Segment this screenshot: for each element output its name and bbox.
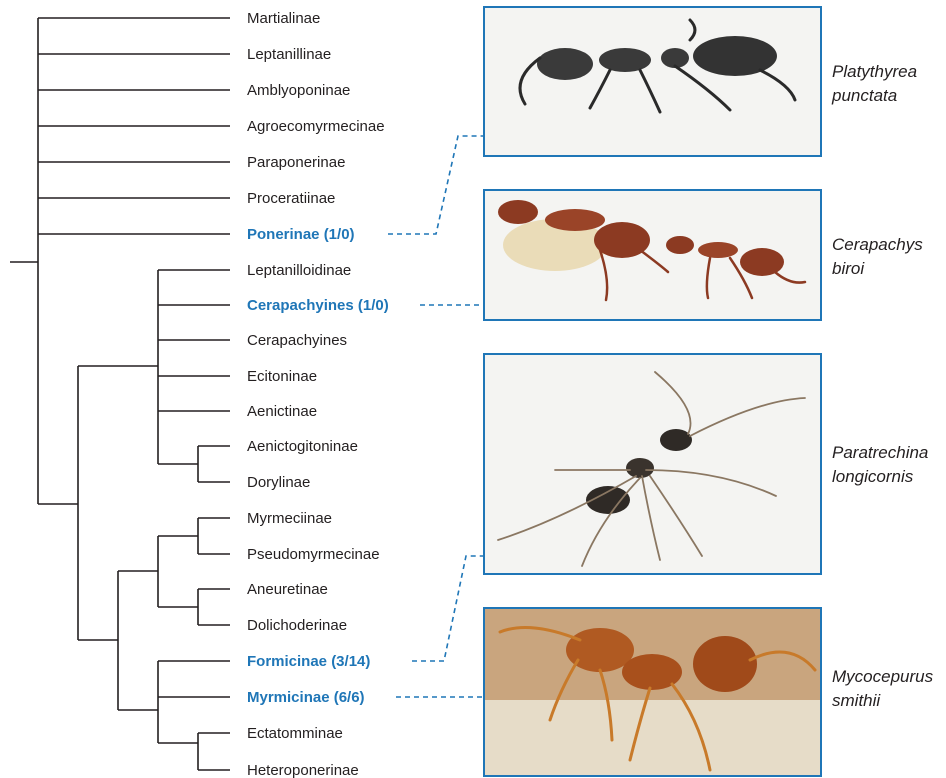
- taxon-label: Formicinae (3/14): [247, 653, 370, 670]
- photo-cerapachys: [484, 190, 821, 320]
- species-name-line2: longicornis: [832, 467, 914, 486]
- connector-formicinae: [412, 556, 484, 661]
- connector-ponerinae: [388, 136, 484, 234]
- taxon-label: Myrmicinae (6/6): [247, 689, 365, 706]
- taxon-label: Aenictogitoninae: [247, 438, 358, 455]
- taxon-label: Aneuretinae: [247, 581, 328, 598]
- taxon-label: Leptanillinae: [247, 46, 331, 63]
- taxon-label: Dolichoderinae: [247, 617, 347, 634]
- photo-platythyrea: [484, 7, 821, 156]
- species-name-line1: Cerapachys: [832, 235, 923, 254]
- connectors: [388, 136, 484, 697]
- species-name-line1: Mycocepurus: [832, 667, 934, 686]
- tree-branches: [10, 18, 230, 770]
- species-name-line1: Paratrechina: [832, 443, 928, 462]
- taxon-label: Dorylinae: [247, 474, 310, 491]
- taxon-label: Aenictinae: [247, 403, 317, 420]
- taxon-label: Pseudomyrmecinae: [247, 546, 380, 563]
- taxon-label: Ponerinae (1/0): [247, 226, 355, 243]
- species-name-line2: biroi: [832, 259, 865, 278]
- species-name-line1: Platythyrea: [832, 62, 917, 81]
- taxon-label: Agroecomyrmecinae: [247, 118, 385, 135]
- taxon-label: Ectatomminae: [247, 725, 343, 742]
- taxon-label: Myrmeciinae: [247, 510, 332, 527]
- species-name-line2: punctata: [831, 86, 897, 105]
- taxon-label: Cerapachyines: [247, 332, 347, 349]
- taxon-label: Cerapachyines (1/0): [247, 297, 389, 314]
- taxon-label: Paraponerinae: [247, 154, 345, 171]
- taxon-label: Proceratiinae: [247, 190, 335, 207]
- taxon-label: Amblyoponinae: [247, 82, 350, 99]
- taxon-label: Heteroponerinae: [247, 762, 359, 778]
- species-name-line2: smithii: [832, 691, 881, 710]
- photo-paratrechina: [484, 354, 821, 574]
- taxon-labels: MartialinaeLeptanillinaeAmblyoponinaeAgr…: [247, 10, 389, 778]
- taxon-label: Leptanilloidinae: [247, 262, 351, 279]
- taxon-label: Martialinae: [247, 10, 320, 27]
- taxon-label: Ecitoninae: [247, 368, 317, 385]
- photo-mycocepurus: [484, 608, 821, 776]
